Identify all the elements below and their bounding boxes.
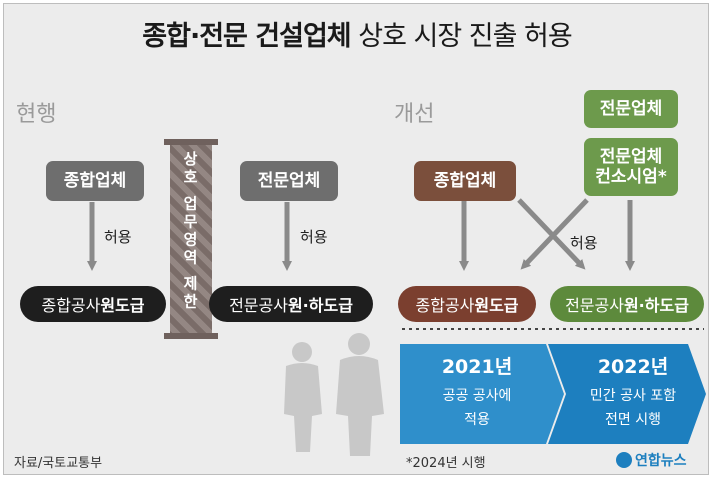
barrier-text: 상호 업무영역 제한 [181, 151, 199, 312]
current-right-allow-label: 허용 [300, 228, 328, 246]
improved-general-pill: 종합공사 원도급 [398, 286, 536, 322]
improved-label: 개선 [394, 102, 435, 127]
timeline-chevrons [400, 344, 706, 444]
current-general-pill: 종합공사 원도급 [20, 286, 166, 322]
timeline-2022: 2022년 민간 공사 포함 전면 시행 [566, 352, 700, 429]
logo: 연합뉴스 [616, 450, 687, 470]
improved-specialty-pill-bold: 원·하도급 [623, 296, 689, 315]
cross-arrow-down-right [517, 198, 586, 270]
timeline-2021-year: 2021년 [441, 356, 513, 378]
improved-general-pill-bold: 원도급 [474, 296, 519, 315]
title-bold: 종합·전문 건설업체 [142, 21, 351, 52]
logo-icon [616, 452, 632, 468]
current-specialty-pill-prefix: 전문공사 [229, 296, 288, 315]
improved-specialty-box: 전문업체 [584, 90, 678, 128]
current-specialty-pill-bold: 원·하도급 [287, 296, 353, 315]
improved-specialty-pill: 전문공사 원·하도급 [550, 286, 704, 322]
timeline-2022-shape [548, 344, 706, 444]
current-specialty-pill: 전문공사 원·하도급 [209, 286, 373, 322]
page-title: 종합·전문 건설업체 상호 시장 진출 허용 [4, 14, 708, 53]
barrier-cap-bottom [164, 333, 218, 339]
source-text: 자료/국토교통부 [14, 456, 103, 471]
current-left-allow-label: 허용 [104, 228, 132, 246]
timeline-2022-year: 2022년 [597, 356, 669, 378]
timeline-2022-line1: 민간 공사 포함 [589, 388, 677, 404]
barrier-pillar: 상호 업무영역 제한 [164, 139, 218, 339]
current-general-contractor-box: 종합업체 [46, 161, 144, 201]
title-light: 상호 시장 진출 허용 [358, 21, 572, 52]
timeline-2021-line1: 공공 공사에 [442, 388, 512, 404]
current-label: 현행 [16, 102, 57, 127]
consortium-line2: 컨소시엄* [595, 167, 667, 187]
cross-arrow-down-left [520, 198, 589, 270]
timeline-2022-line2: 전면 시행 [605, 412, 661, 428]
current-general-pill-bold: 원도급 [100, 296, 145, 315]
footnote-text: *2024년 시행 [406, 456, 486, 471]
arrows-layer [87, 198, 704, 456]
improved-general-pill-prefix: 종합공사 [415, 296, 475, 315]
timeline-2021-line2: 적용 [464, 412, 490, 428]
barrier-cap-top [164, 139, 218, 145]
current-specialty-contractor-box: 전문업체 [240, 161, 338, 201]
improved-general-box: 종합업체 [414, 161, 516, 201]
timeline-2021-shape [400, 344, 564, 444]
logo-text: 연합뉴스 [635, 453, 687, 469]
people-silhouette [284, 333, 384, 456]
consortium-line1: 전문업체 [599, 146, 663, 167]
improved-specialty-pill-prefix: 전문공사 [565, 296, 624, 315]
timeline-2021: 2021년 공공 공사에 적용 [404, 352, 550, 429]
improved-consortium-box: 전문업체 컨소시엄* [584, 138, 678, 196]
infographic: 종합·전문 건설업체 상호 시장 진출 허용 현행 개선 종합업체 전문업체 [3, 3, 709, 475]
improved-allow-label: 허용 [570, 234, 598, 252]
current-general-pill-prefix: 종합공사 [41, 296, 101, 315]
